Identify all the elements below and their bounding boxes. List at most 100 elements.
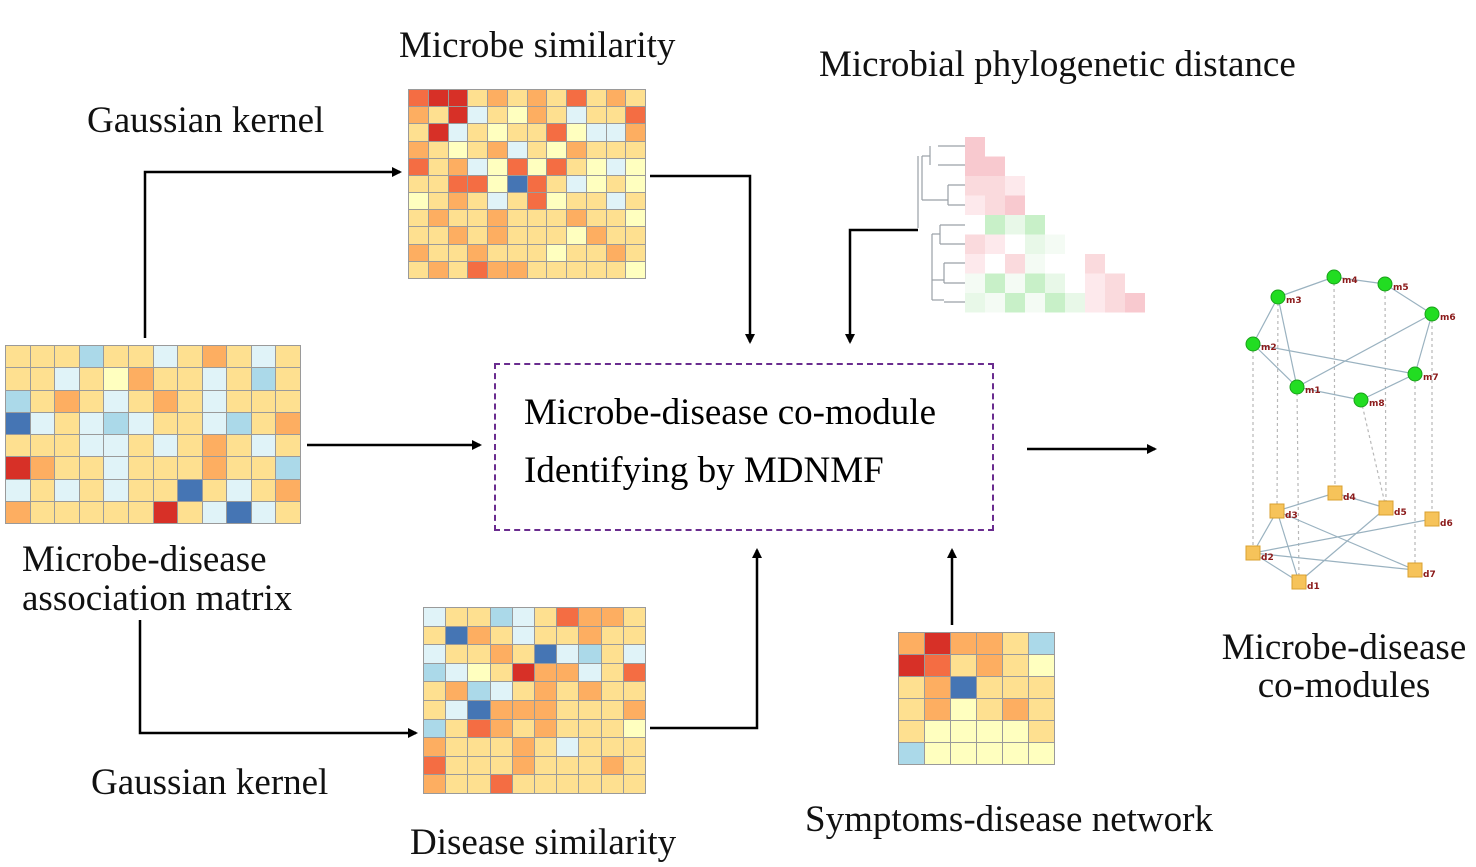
heatmap-cell [251, 435, 276, 457]
heatmap-cell [153, 412, 178, 434]
disease-similarity-heatmap [423, 607, 646, 794]
heatmap-cell [490, 756, 512, 775]
heatmap-cell [6, 457, 30, 479]
heatmap-cell [128, 368, 153, 390]
heatmap-cell [448, 261, 468, 278]
microbe-node-label: m7 [1423, 373, 1439, 383]
heatmap-cell [557, 701, 579, 719]
heatmap-cell [626, 193, 645, 210]
heatmap-cell [527, 193, 547, 210]
microbe-node [1377, 276, 1393, 292]
heatmap-cell [227, 479, 251, 501]
distance-cell [1025, 273, 1045, 293]
heatmap-cell [104, 457, 128, 479]
heatmap-cell [448, 107, 468, 124]
disease-edge [1298, 507, 1387, 583]
heatmap-cell [557, 608, 579, 626]
heatmap-cell [925, 633, 950, 654]
heatmap-cell [424, 719, 446, 738]
heatmap-cell [626, 244, 645, 261]
heatmap-cell [409, 90, 428, 107]
heatmap-cell [557, 719, 579, 738]
heatmap-cell [104, 412, 128, 434]
comodules-label-line1: Microbe-disease [1221, 627, 1467, 668]
heatmap-cell [55, 390, 79, 412]
heatmap-cell [468, 227, 487, 244]
heatmap-cell [606, 261, 626, 278]
microbe-edge [1333, 276, 1386, 285]
microbe-node [1353, 392, 1369, 408]
heatmap-cell [79, 346, 104, 368]
distance-cell [1125, 293, 1145, 313]
heatmap-cell [606, 107, 626, 124]
cross-link [1384, 283, 1387, 509]
heatmap-cell [535, 756, 557, 775]
heatmap-cell [227, 501, 251, 523]
microbe-edge [1277, 296, 1298, 388]
heatmap-cell [424, 738, 446, 756]
heatmap-cell [567, 261, 586, 278]
heatmap-cell [30, 457, 55, 479]
heatmap-cell [951, 721, 976, 742]
heatmap-cell [468, 90, 487, 107]
distance-cell [1005, 293, 1025, 313]
arrow-matrix-to-microbe-similarity [143, 167, 402, 338]
heatmap-cell [512, 626, 534, 645]
heatmap-cell [507, 141, 527, 158]
heatmap-cell [490, 645, 512, 663]
heatmap-cell [535, 701, 557, 719]
heatmap-cell [490, 682, 512, 700]
heatmap-cell [488, 175, 507, 193]
gaussian-kernel-top-label: Gaussian kernel [87, 100, 325, 141]
arrow-microbe-similarity-to-process [650, 174, 755, 344]
disease-node [1245, 545, 1261, 561]
heatmap-cell [925, 699, 950, 720]
heatmap-cell [448, 227, 468, 244]
heatmap-cell [409, 244, 428, 261]
phylogenetic-distance-label: Microbial phylogenetic distance [819, 44, 1296, 85]
cross-link [1296, 386, 1300, 583]
heatmap-cell [586, 244, 606, 261]
heatmap-cell [925, 743, 950, 764]
heatmap-cell [606, 124, 626, 141]
cross-link [1360, 399, 1387, 509]
heatmap-cell [276, 501, 300, 523]
heatmap-cell [1003, 677, 1028, 698]
heatmap-cell [202, 346, 227, 368]
heatmap-cell [507, 261, 527, 278]
heatmap-cell [30, 435, 55, 457]
heatmap-cell [557, 682, 579, 700]
heatmap-cell [899, 699, 924, 720]
heatmap-cell [153, 501, 178, 523]
distance-cell [1105, 293, 1125, 313]
heatmap-cell [925, 677, 950, 698]
heatmap-cell [55, 368, 79, 390]
heatmap-cell [79, 501, 104, 523]
heatmap-cell [428, 141, 448, 158]
heatmap-cell [601, 608, 623, 626]
heatmap-cell [468, 244, 487, 261]
heatmap-cell [579, 775, 601, 793]
heatmap-cell [535, 645, 557, 663]
heatmap-cell [276, 412, 300, 434]
heatmap-cell [1003, 655, 1028, 676]
distance-cell [1065, 234, 1085, 254]
heatmap-cell [490, 663, 512, 682]
heatmap-cell [468, 626, 490, 645]
microbe-edge [1384, 283, 1433, 315]
heatmap-cell [448, 158, 468, 175]
heatmap-cell [468, 663, 490, 682]
heatmap-cell [626, 227, 645, 244]
heatmap-cell [446, 682, 468, 700]
distance-cell [1025, 195, 1045, 215]
distance-cell [965, 156, 985, 176]
heatmap-cell [579, 626, 601, 645]
heatmap-cell [128, 501, 153, 523]
heatmap-cell [606, 210, 626, 227]
heatmap-cell [623, 738, 645, 756]
microbe-node-label: m5 [1393, 283, 1409, 293]
heatmap-cell [276, 390, 300, 412]
microbe-node [1245, 336, 1261, 352]
heatmap-cell [626, 141, 645, 158]
